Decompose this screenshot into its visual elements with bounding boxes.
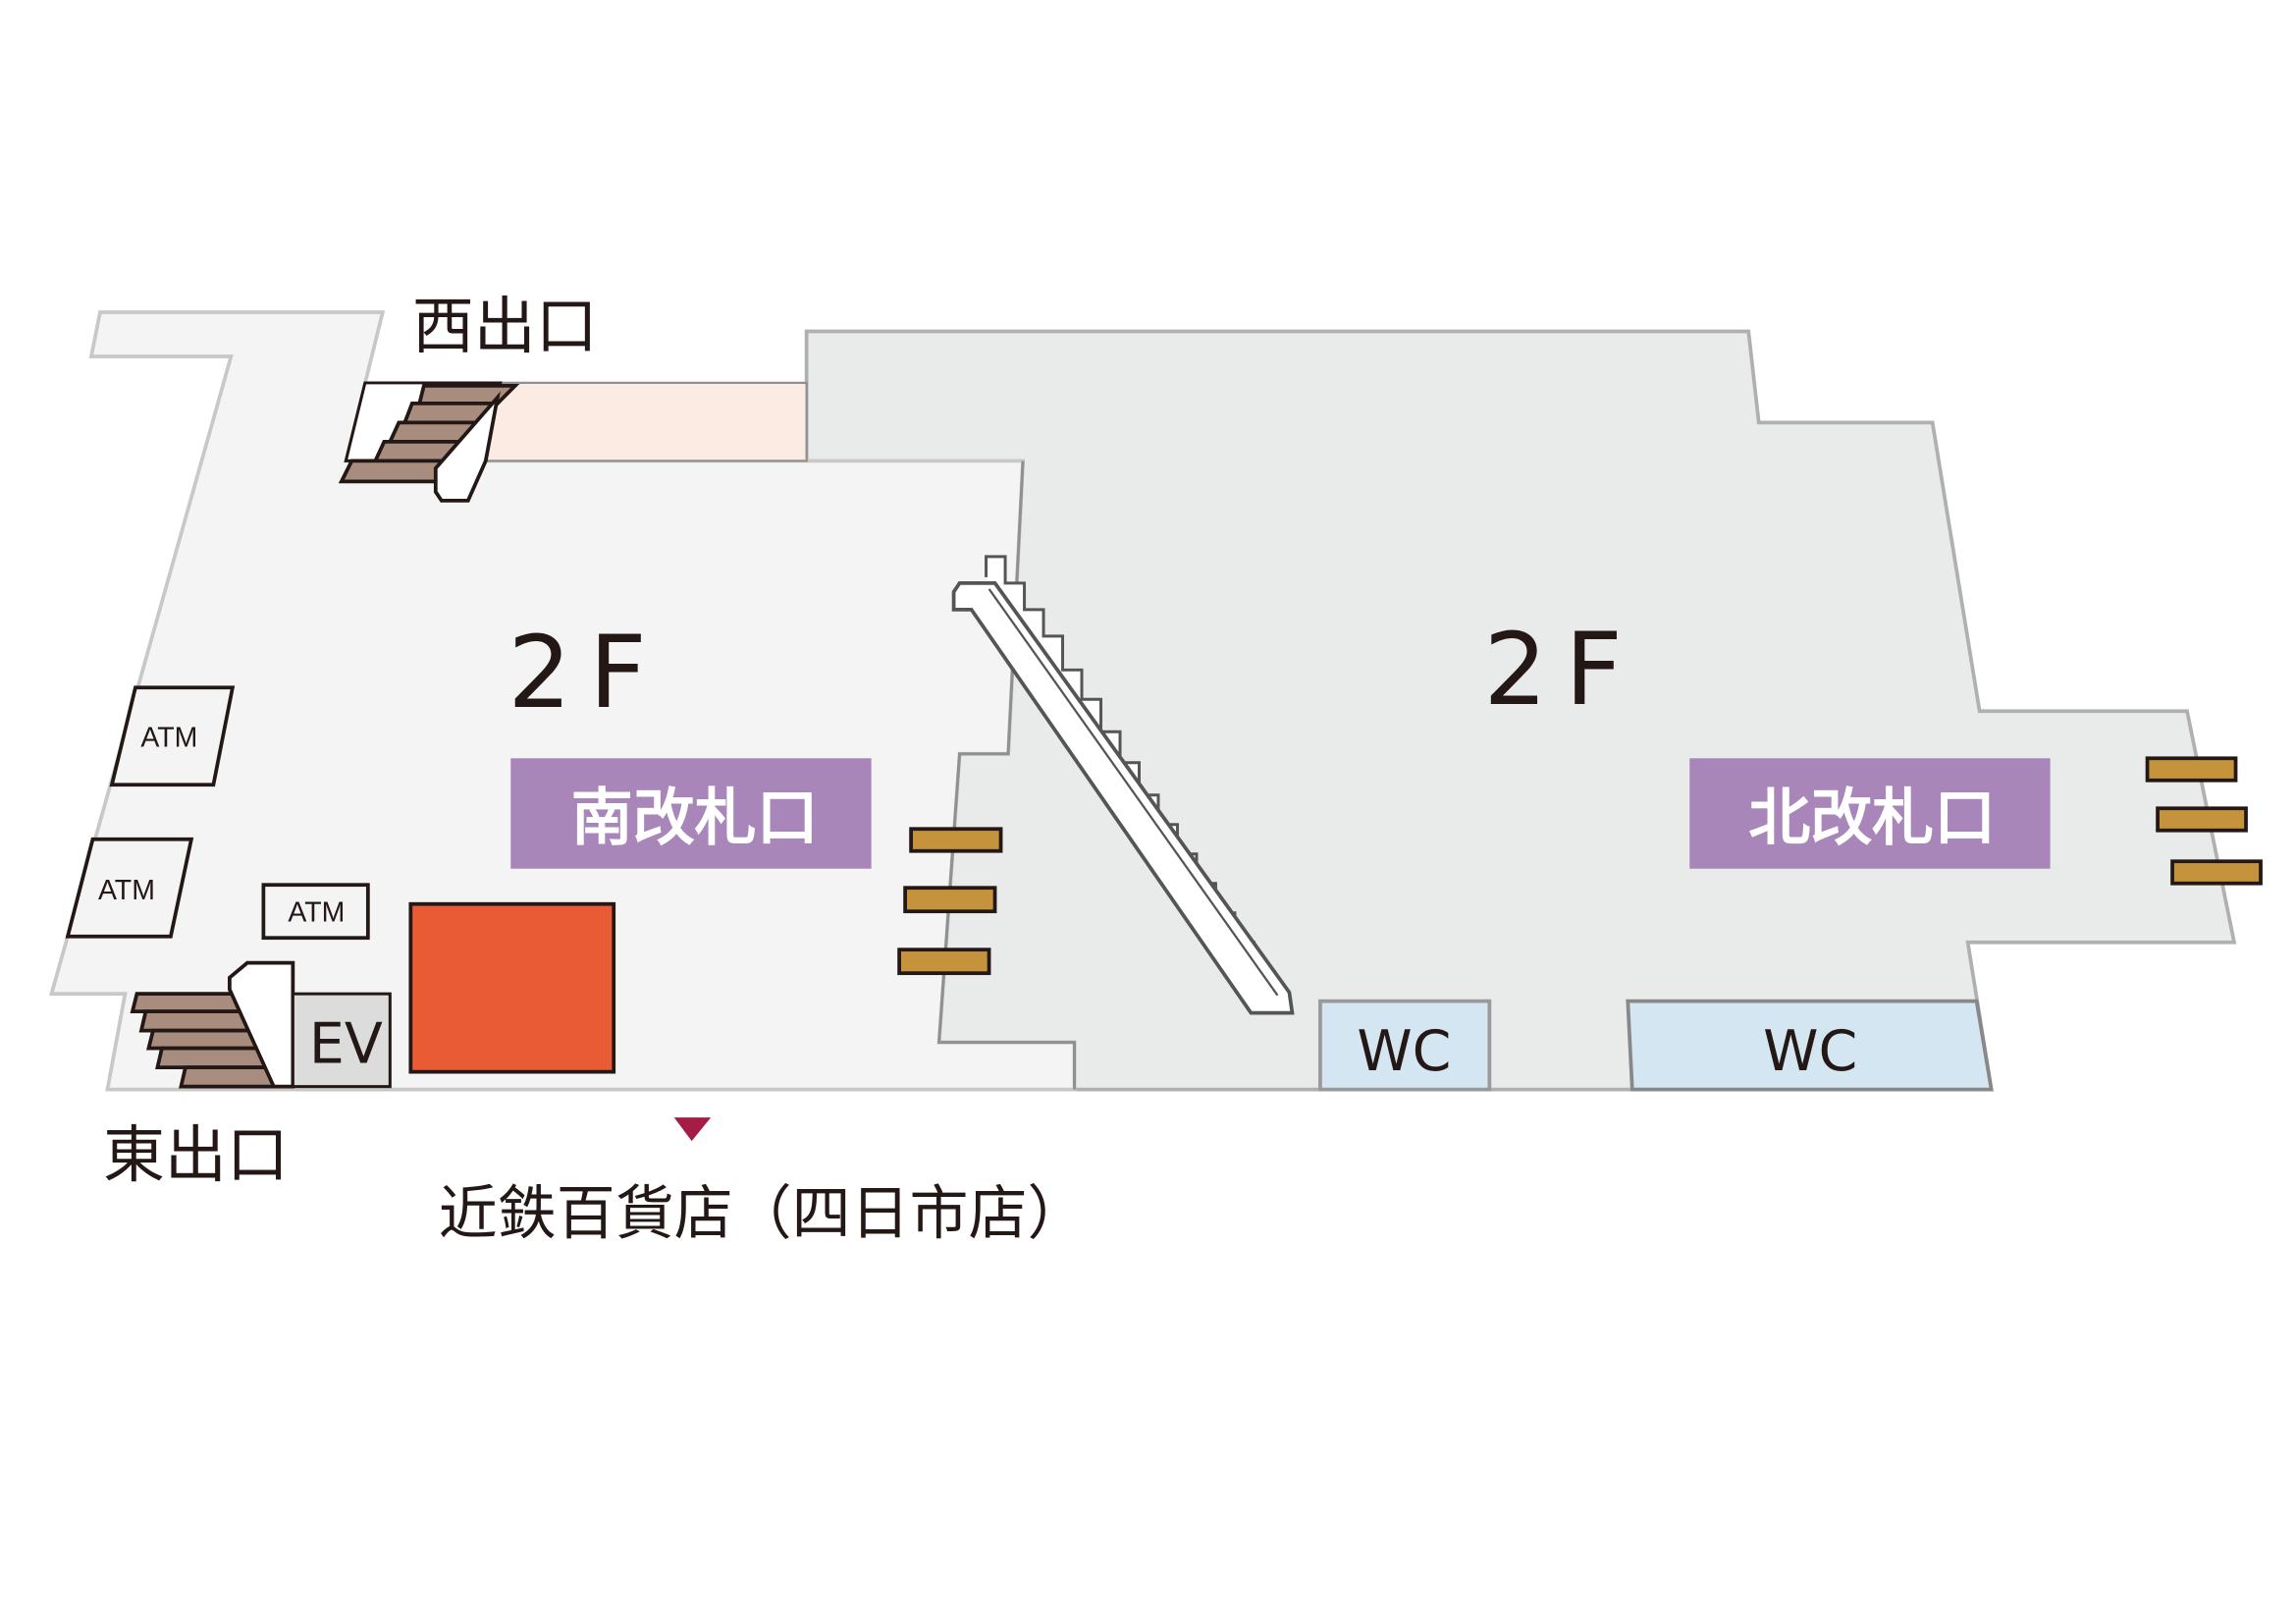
department-store-connection-label: 近鉄百貨店（四日市店） — [439, 1180, 1087, 1249]
elevator-label: EV — [309, 1012, 383, 1077]
elevator: EV — [291, 992, 392, 1089]
atm-2: ATM — [65, 837, 194, 939]
atm-1: ATM — [109, 685, 236, 787]
west-exit-stairs — [338, 381, 520, 503]
north-gate-sign: 北改札口 — [1689, 758, 2051, 869]
south-ticket-gates — [897, 827, 1003, 976]
north-gate-label: 北改札口 — [1748, 783, 1996, 854]
restroom-label: WC — [1357, 1019, 1451, 1084]
restroom-label: WC — [1763, 1019, 1857, 1084]
atm-label: ATM — [98, 875, 155, 906]
atm-label: ATM — [288, 897, 345, 929]
atm-3: ATM — [261, 883, 370, 941]
department-store-block — [408, 901, 616, 1074]
restroom-1: WC — [1318, 999, 1492, 1092]
restroom-2: WC — [1626, 999, 1994, 1092]
west-exit-label: 西出口 — [412, 291, 598, 362]
down-arrow-marker-icon — [673, 1117, 712, 1142]
south-gate-label: 南改札口 — [571, 783, 819, 854]
east-exit-stairs — [130, 960, 295, 1089]
east-exit-label: 東出口 — [103, 1119, 289, 1191]
north-ticket-gates — [2145, 756, 2263, 886]
west-corridor — [484, 381, 808, 462]
atm-label: ATM — [140, 722, 197, 753]
floor-label-north: 2F — [1483, 612, 1639, 729]
floor-label-south: 2F — [507, 615, 664, 731]
south-gate-sign: 南改札口 — [510, 758, 872, 869]
escalator — [951, 555, 1295, 1015]
